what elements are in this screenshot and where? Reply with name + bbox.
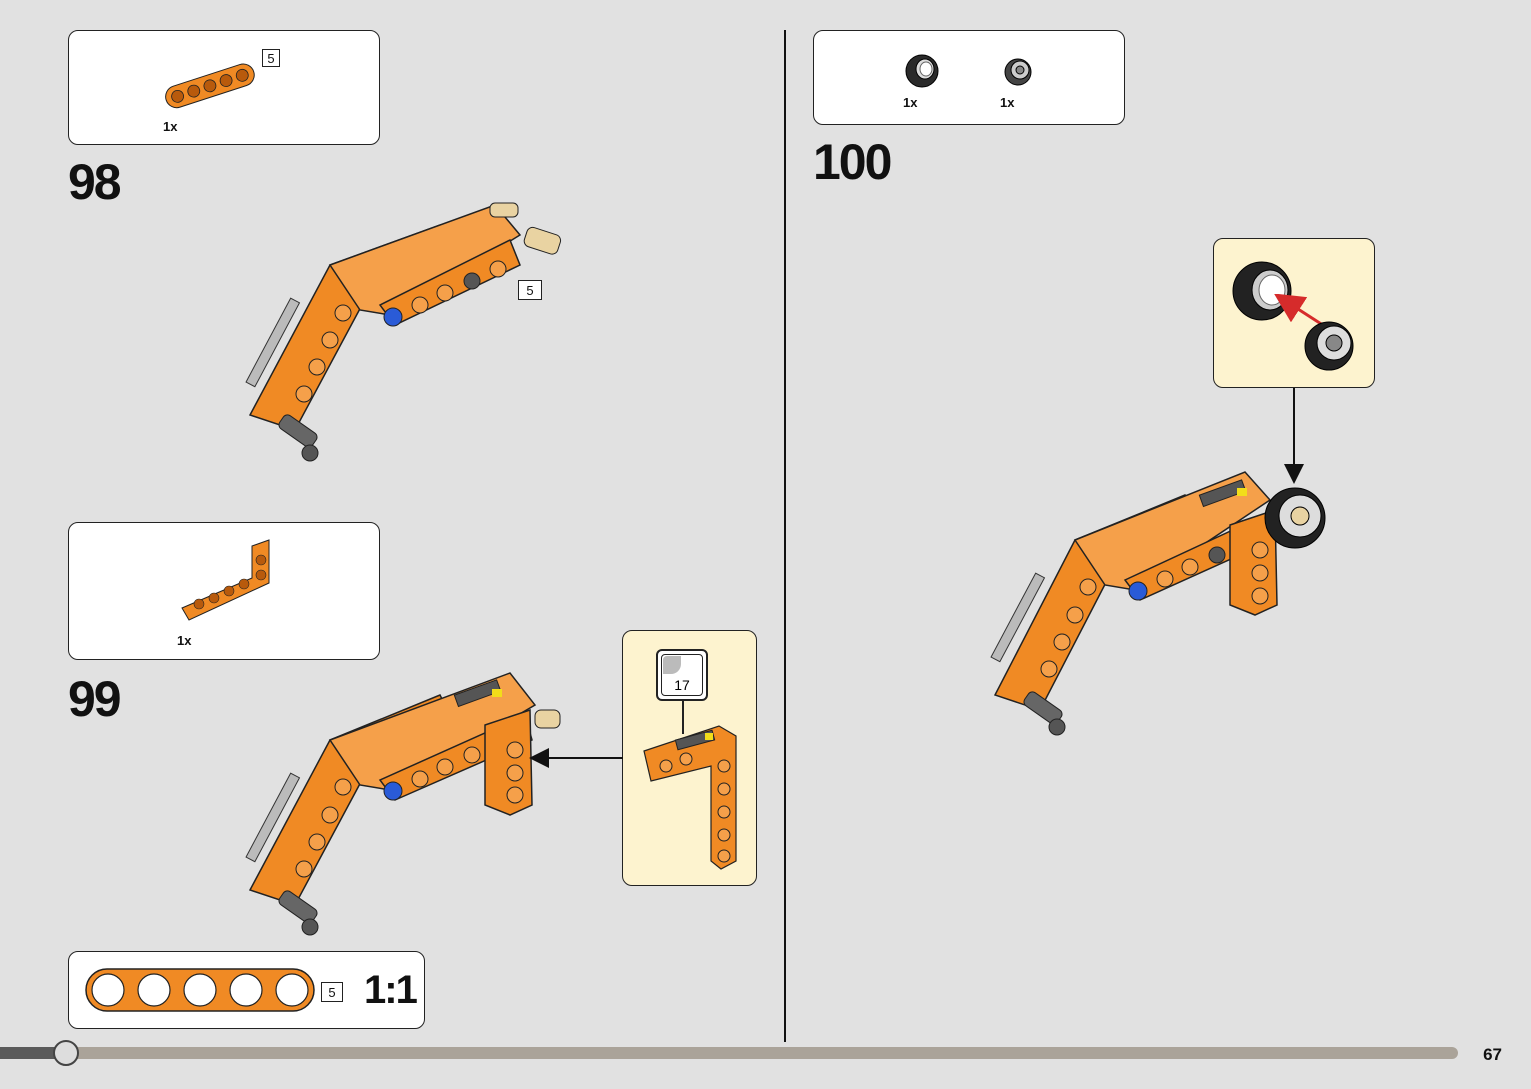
ruler-length-badge: 5	[321, 982, 343, 1002]
parts-list-step-99: 1x	[68, 522, 380, 660]
sticker-leader-line	[682, 701, 684, 734]
step-number-100: 100	[813, 134, 892, 190]
angled-beam-with-sticker	[643, 725, 737, 870]
wheel-assembly-callout	[1213, 238, 1375, 388]
sticker-callout: 17	[622, 630, 757, 886]
page-divider	[784, 30, 786, 1042]
orange-beam-5-part	[165, 63, 255, 109]
scale-ruler-box: 5 1:1	[68, 951, 425, 1029]
model-step-99	[245, 672, 561, 936]
orange-angled-beam-part	[181, 539, 270, 621]
model-step-100	[990, 471, 1326, 736]
progress-knob	[53, 1040, 79, 1066]
part-quantity: 1x	[177, 633, 192, 648]
parts-list-step-100: 1x 1x	[813, 30, 1125, 125]
part-quantity: 1x	[163, 119, 178, 134]
model-step-98	[245, 202, 562, 462]
sticker-sheet-icon: 17	[656, 649, 708, 701]
beam-length-badge: 5	[262, 49, 280, 67]
hub-icon	[1304, 321, 1354, 371]
step-number-99: 99	[68, 671, 122, 727]
step-number-98: 98	[68, 154, 122, 210]
model-length-badge: 5	[518, 280, 542, 300]
part-quantity: 1x	[1000, 95, 1015, 110]
callout-down-arrow	[1284, 388, 1304, 484]
grey-hub-part	[1004, 58, 1032, 86]
page-number: 67	[1483, 1045, 1502, 1064]
progress-track	[0, 1047, 1458, 1059]
part-quantity: 1x	[903, 95, 918, 110]
scale-label: 1:1	[364, 968, 418, 1012]
progress-fill	[0, 1047, 66, 1059]
parts-list-step-98: 5 1x	[68, 30, 380, 145]
sticker-number: 17	[674, 677, 690, 693]
callout-arrow	[529, 748, 623, 768]
black-tire-part	[905, 54, 939, 88]
beam-1to1-icon	[85, 968, 315, 1012]
